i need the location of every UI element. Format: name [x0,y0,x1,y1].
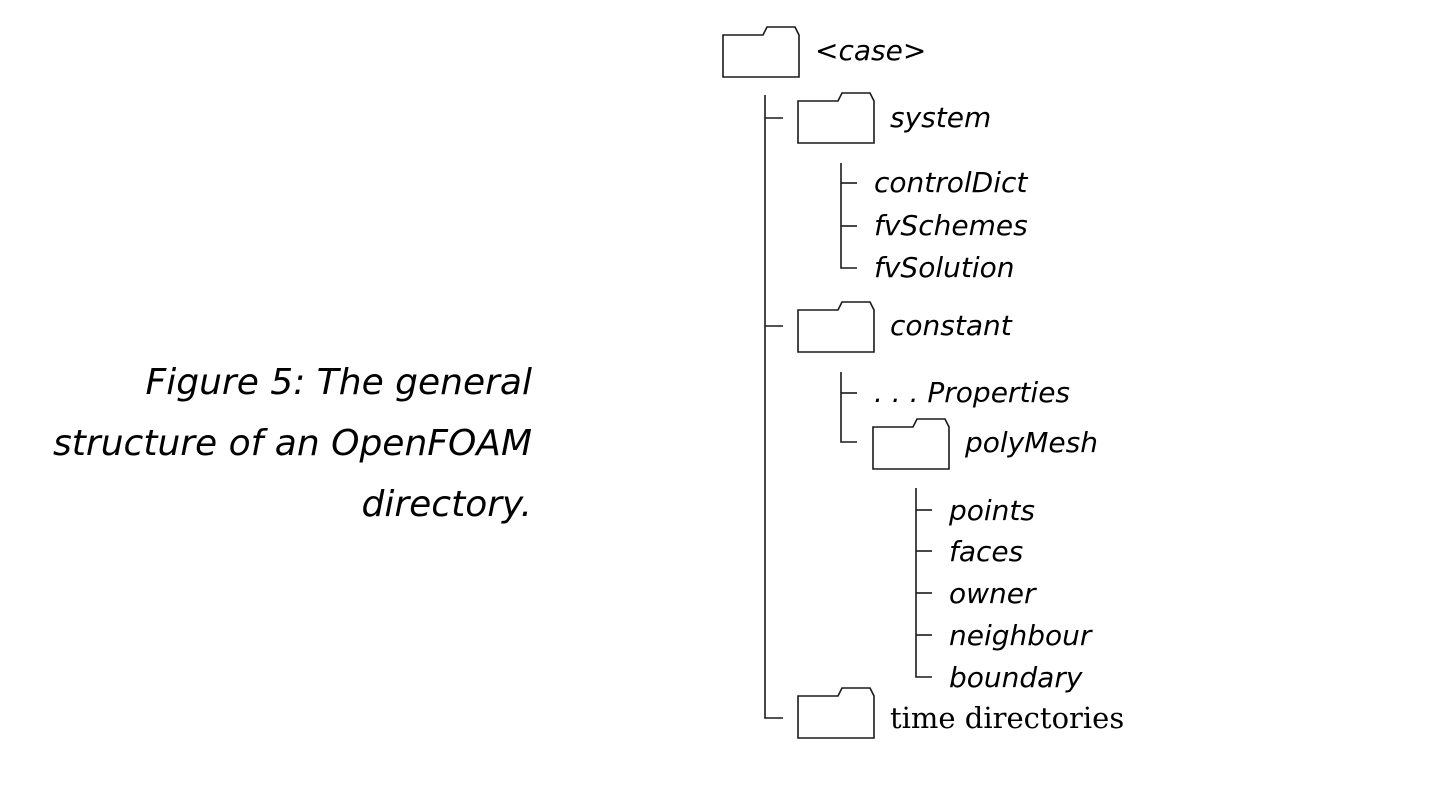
folder-icon [722,26,800,78]
properties-label: . . . Properties [874,376,1070,409]
tree-connector-system [840,163,857,269]
constant-label: constant [890,309,1013,342]
caption-line-3: directory. [361,484,533,525]
tree-connector-main [764,95,783,719]
figure-caption: Figure 5: The general structure of an Op… [30,352,532,535]
folder-icon [797,301,875,353]
file-fvsolution: fvSolution [874,251,1015,284]
folder-icon [797,92,875,144]
file-faces: faces [949,535,1023,568]
file-owner: owner [949,577,1037,610]
file-controldict: controlDict [874,166,1028,199]
time-directories-label: time directories [890,701,1124,735]
file-fvschemes: fvSchemes [874,209,1028,242]
file-boundary: boundary [949,661,1083,694]
root-label: <case> [815,34,926,67]
folder-icon [872,418,950,470]
file-neighbour: neighbour [949,619,1093,652]
caption-line-1: Figure 5: The general [145,362,532,403]
tree-connector-constant [840,372,857,443]
system-label: system [890,101,991,134]
tree-connector-polymesh [915,488,932,678]
file-points: points [948,494,1035,527]
folder-icon [797,687,875,739]
caption-line-2: structure of an OpenFOAM [53,423,532,464]
polymesh-label: polyMesh [964,426,1098,459]
